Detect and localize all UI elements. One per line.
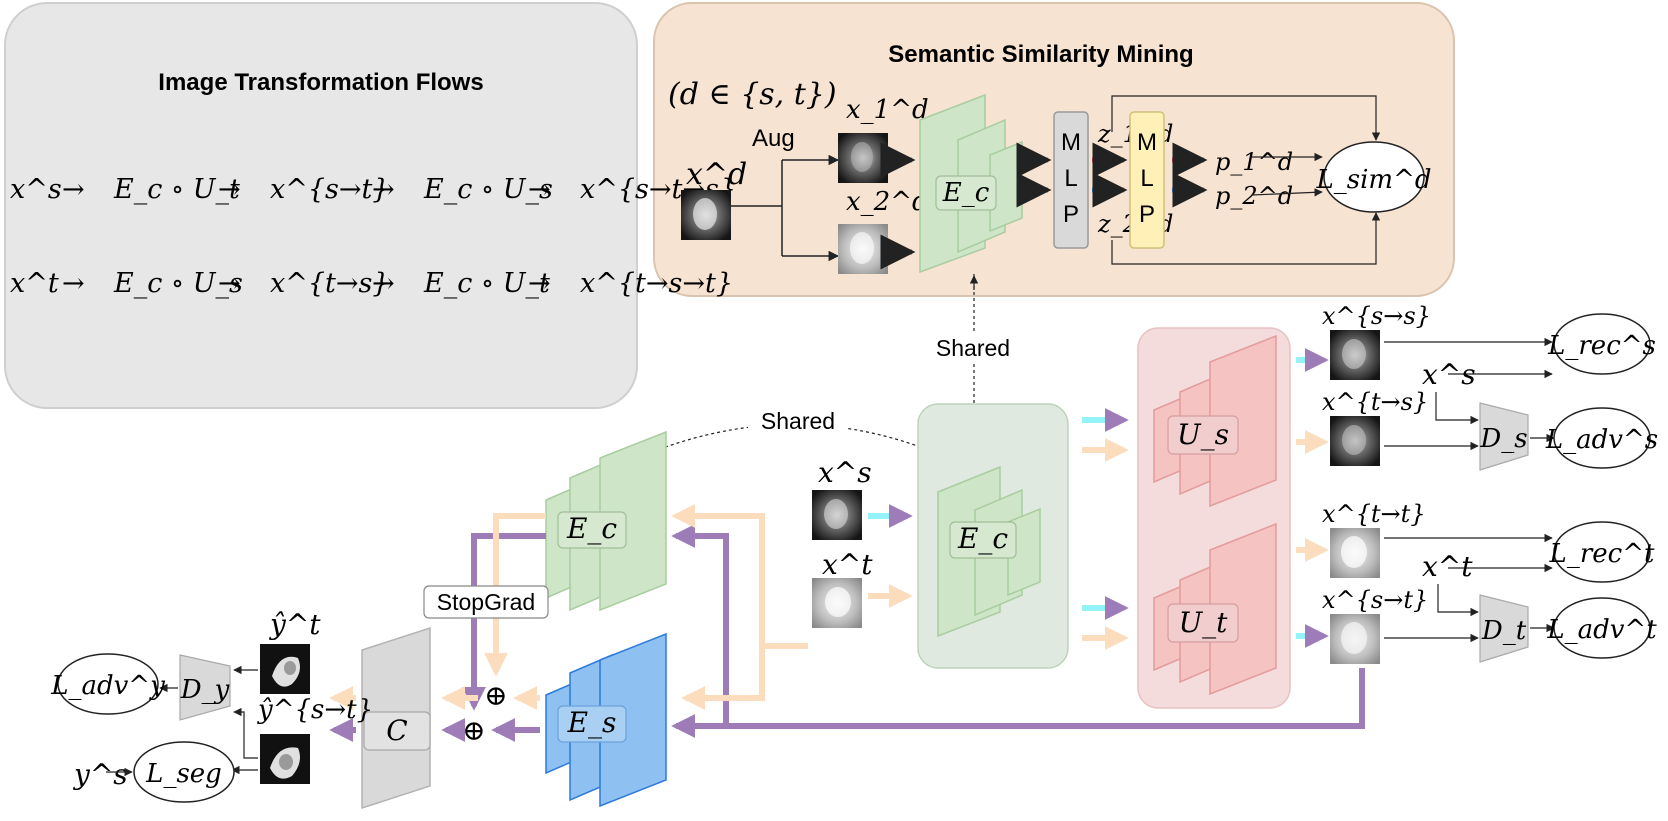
mri-view2-image [838, 224, 888, 274]
xt-right-label: x^t [1422, 550, 1473, 583]
y-s-label: y^s [72, 758, 128, 791]
svg-text:L_adv^t: L_adv^t [1546, 615, 1657, 645]
svg-text:C: C [386, 714, 407, 747]
domain-note: (d ∈ {s, t}) [668, 77, 837, 112]
flow-token: → [62, 174, 85, 205]
loss-adv-y: L_adv^y [50, 653, 165, 715]
mri-xs-image [812, 490, 862, 540]
style-encoder-es: E_s [545, 632, 667, 808]
loss-rec-s: L_rec^s [1547, 313, 1656, 375]
flow-token: → [528, 174, 551, 205]
flow-token: x^t [10, 268, 59, 299]
plus-node-1: ⊕ [484, 679, 507, 712]
out-xss-label: x^{s→s} [1322, 302, 1431, 330]
mri-xts-image [1330, 416, 1380, 466]
svg-text:E_c: E_c [957, 522, 1008, 555]
center-encoder-ec: E_c [917, 403, 1069, 669]
svg-text:L_adv^s: L_adv^s [1545, 425, 1658, 455]
flow-token: x^s [10, 174, 62, 205]
svg-text:M: M [1061, 129, 1081, 156]
loss-rec-t: L_rec^t [1549, 521, 1655, 583]
svg-text:StopGrad: StopGrad [437, 589, 535, 615]
seg-map-yhat-st [260, 734, 310, 784]
shared-curve-label: Shared [761, 408, 835, 434]
yhat-t-label: ŷ^t [268, 608, 321, 641]
input-xd: x^d [686, 157, 747, 192]
flow-token: → [218, 268, 241, 299]
input-xs: x^s [818, 456, 872, 489]
decoders-panel: U_s U_t [1137, 327, 1291, 709]
flow-token: x^{s→t} [270, 174, 390, 205]
out-xts-label: x^{t→s} [1322, 388, 1428, 416]
flow-token: E_c ∘ U_t [423, 268, 550, 299]
mlp-1: M L P [1053, 111, 1089, 249]
loss-adv-s: L_adv^s [1545, 407, 1658, 469]
loss-sim: L_sim^d [1315, 141, 1432, 213]
plus-node-2: ⊕ [462, 714, 485, 747]
mri-view1-image [838, 133, 888, 183]
svg-text:L: L [1064, 165, 1077, 192]
disc-ds: D_s [1479, 402, 1529, 471]
svg-text:L_adv^y: L_adv^y [50, 671, 165, 701]
flows-panel: Image Transformation Flows [4, 2, 638, 409]
input-xt: x^t [822, 548, 873, 581]
svg-text:P: P [1063, 201, 1079, 228]
svg-text:P: P [1139, 201, 1155, 228]
mlp-2: M L P [1129, 111, 1165, 249]
yhat-st-label: ŷ^{s→t} [257, 695, 373, 725]
decoder-ut-label: U_t [1179, 606, 1229, 639]
svg-text:M: M [1137, 129, 1157, 156]
seg-map-yhat-t [260, 644, 310, 694]
aug-label: Aug [752, 125, 795, 152]
svg-text:L: L [1140, 165, 1153, 192]
svg-text:E_c: E_c [566, 512, 617, 545]
mri-xtt-image [1330, 528, 1380, 578]
disc-dy: D_y [179, 654, 231, 721]
xs-right-label: x^s [1422, 358, 1476, 391]
flow-token: → [528, 268, 551, 299]
loss-seg: L_seg [133, 741, 235, 803]
classifier-c: C [361, 626, 431, 810]
flow-row-2: x^t→E_c ∘ U_s→x^{t→s}→E_c ∘ U_t→x^{t→s→t… [10, 268, 733, 299]
mri-xt-image [812, 578, 862, 628]
stopgrad-box: StopGrad [423, 585, 549, 619]
flow-row-1: x^s→E_c ∘ U_t→x^{s→t}→E_c ∘ U_s→x^{s→t→s… [10, 174, 736, 205]
shared-vertical-label: Shared [936, 335, 1010, 361]
flows-title: Image Transformation Flows [158, 69, 483, 96]
out-xtt-label: x^{t→t} [1322, 500, 1426, 528]
mri-xst-image [1330, 614, 1380, 664]
out-xst-label: x^{s→t} [1322, 586, 1428, 614]
flow-token: x^{t→s} [270, 268, 390, 299]
view1-label: x_1^d [846, 95, 929, 125]
svg-text:D_s: D_s [1479, 424, 1527, 454]
loss-adv-t: L_adv^t [1546, 597, 1657, 659]
disc-dt: D_t [1479, 594, 1529, 663]
flow-token: → [218, 174, 241, 205]
svg-text:L_rec^s: L_rec^s [1547, 331, 1656, 361]
left-encoder-ec: E_c [545, 430, 667, 612]
svg-text:D_t: D_t [1481, 616, 1527, 646]
svg-text:E_s: E_s [567, 706, 617, 739]
decoder-us-label: U_s [1177, 418, 1229, 451]
mri-input-image [681, 190, 731, 240]
p1-label: p_1^d [1215, 148, 1293, 176]
svg-text:L_sim^d: L_sim^d [1315, 165, 1431, 195]
flow-token: E_c ∘ U_s [113, 268, 243, 299]
svg-text:L_seg: L_seg [145, 759, 222, 789]
ssm-title: Semantic Similarity Mining [888, 41, 1193, 68]
flow-token: → [372, 268, 395, 299]
p2-label: p_2^d [1215, 182, 1293, 210]
ssm-encoder-label: E_c [942, 178, 990, 208]
svg-text:D_y: D_y [180, 675, 230, 705]
flow-token: → [62, 268, 85, 299]
flow-token: E_c ∘ U_s [423, 174, 553, 205]
ssm-encoder-ec: E_c [919, 93, 1023, 274]
view2-label: x_2^d [846, 187, 929, 217]
flow-token: → [372, 174, 395, 205]
flow-token: E_c ∘ U_t [113, 174, 240, 205]
mri-xss-image [1330, 330, 1380, 380]
svg-text:L_rec^t: L_rec^t [1549, 539, 1655, 569]
flow-token: x^{t→s→t} [580, 268, 733, 299]
